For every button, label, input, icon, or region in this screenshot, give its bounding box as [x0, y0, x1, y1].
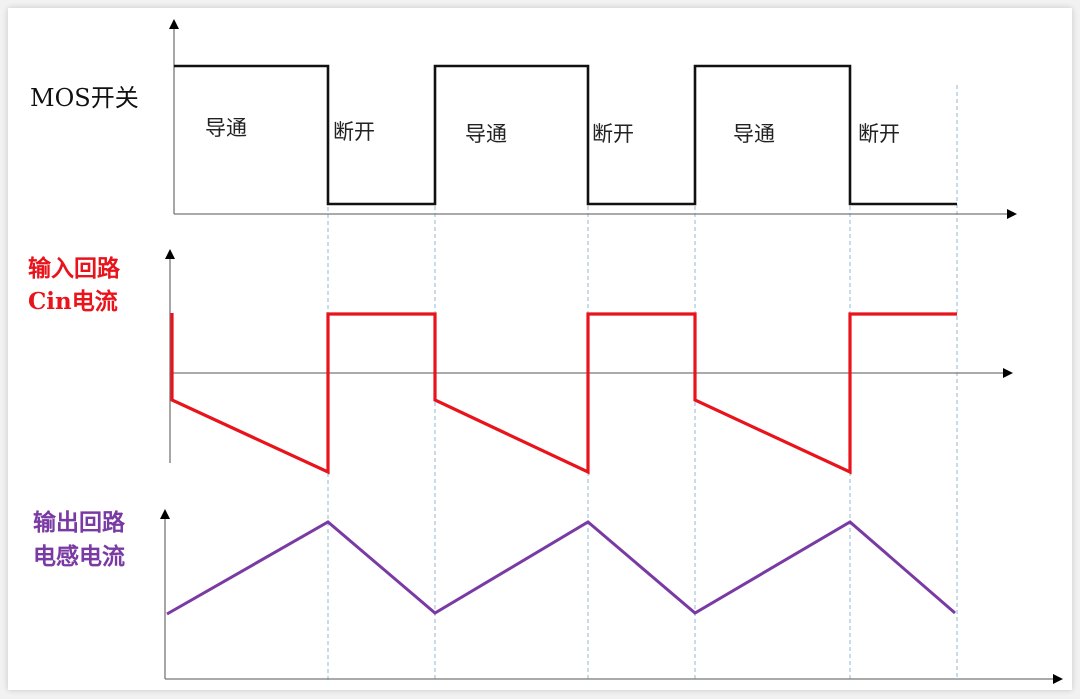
output-loop-label-line1: 输出回路: [33, 509, 125, 536]
output-loop-label-line2: 电感电流: [33, 543, 125, 570]
state-label-off: 断开: [333, 120, 375, 144]
inductor-current-wave: [166, 520, 956, 616]
diagram-card: [8, 8, 1072, 690]
state-label-on: 导通: [733, 122, 775, 146]
state-label-off: 断开: [858, 122, 900, 146]
inductor-axes: [160, 509, 1063, 684]
state-label-on: 导通: [205, 116, 247, 140]
cin-current-wave: [170, 312, 957, 475]
output-loop-label: 输出回路 电感电流: [33, 506, 125, 574]
mos-switch-wave: [174, 64, 957, 206]
state-label-on: 导通: [465, 122, 507, 146]
mos-switch-label: MOS开关: [30, 84, 139, 112]
input-loop-label-line1: 输入回路: [28, 255, 120, 282]
state-label-off: 断开: [592, 122, 634, 146]
input-loop-label: 输入回路 Cin电流: [28, 252, 120, 318]
input-loop-label-line2: Cin电流: [28, 288, 118, 315]
mos-axes: [169, 19, 1017, 219]
